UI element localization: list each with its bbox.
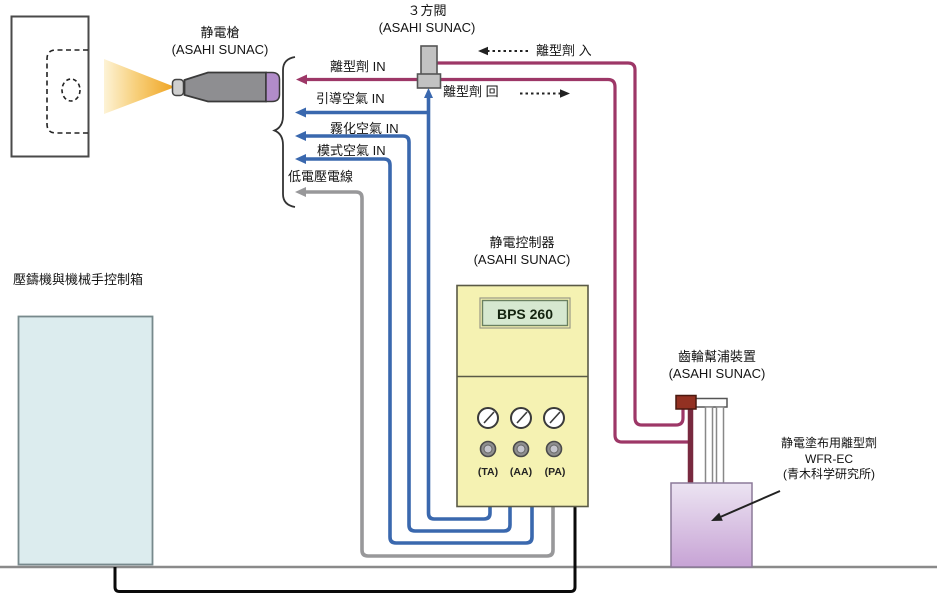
atomizing-air-line <box>295 131 512 533</box>
tank-pointer-arrow <box>711 490 781 521</box>
mold-hole-dashed <box>61 78 81 102</box>
pump-column <box>694 397 728 485</box>
valve-title: ３方閥 <box>407 3 447 18</box>
label-low-voltage-wire: 低電壓電線 <box>288 169 354 184</box>
low-voltage-wire <box>295 187 555 558</box>
tank-label-line1: 静電塗布用離型劑 <box>780 436 877 450</box>
agent-return-flow-arrow <box>520 89 570 98</box>
pattern-air-line <box>295 154 534 545</box>
controller-box <box>456 284 589 508</box>
mold-cavity-dashed <box>46 49 88 134</box>
release-agent-supply-line <box>437 61 685 427</box>
gear-pump-box <box>675 394 697 410</box>
label-atomizing-air-in: 霧化空氣 IN <box>330 121 399 136</box>
gun-body <box>183 71 267 103</box>
gun-title: 静電槍 <box>200 25 240 40</box>
machine-control-box <box>17 315 154 566</box>
controller-display-text: BPS 260 <box>496 306 554 322</box>
controller-gauges <box>477 407 565 429</box>
spray-cone <box>104 59 175 114</box>
release-agent-feed-line <box>296 74 419 85</box>
label-pilot-air-in: 引導空氣 IN <box>316 91 385 106</box>
pump-subtitle: (ASAHI SUNAC) <box>668 366 766 381</box>
label-pattern-air-in: 模式空氣 IN <box>317 143 386 158</box>
release-agent-tank <box>670 482 753 568</box>
controller-knobs[interactable] <box>479 440 563 458</box>
label-agent-return: 離型劑 回 <box>443 84 499 99</box>
valve-pilot-arrow <box>424 88 433 98</box>
electrostatic-gun <box>171 71 281 103</box>
tank-label-line2: WFR-EC <box>805 452 853 466</box>
agent-supply-flow-arrow <box>478 46 531 56</box>
label-release-agent-in: 離型劑 IN <box>330 59 386 74</box>
pump-title: 齒輪幫浦裝置 <box>677 349 756 364</box>
tank-label-line3: (青木科学研究所) <box>783 467 875 481</box>
controller-display <box>481 299 569 327</box>
gun-electrode-band <box>265 71 281 103</box>
mold-box <box>10 15 90 158</box>
pilot-air-line <box>295 88 492 521</box>
knob-label-aa: (AA) <box>509 466 533 478</box>
release-agent-return-line <box>439 77 689 444</box>
connection-brace <box>272 56 296 208</box>
controller-title: 静電控制器 <box>489 235 555 250</box>
knob-label-ta: (TA) <box>477 466 499 478</box>
knob-label-pa: (PA) <box>544 466 566 478</box>
earth-wire <box>113 507 577 593</box>
machine-box-label: 壓鑄機與機械手控制箱 <box>13 272 144 287</box>
label-agent-supply: 離型劑 入 <box>536 43 592 58</box>
three-way-valve <box>416 45 442 89</box>
controller-subtitle: (ASAHI SUNAC) <box>473 252 571 267</box>
gun-subtitle: (ASAHI SUNAC) <box>171 42 269 57</box>
gun-nozzle <box>171 78 185 97</box>
valve-subtitle: (ASAHI SUNAC) <box>378 20 476 35</box>
